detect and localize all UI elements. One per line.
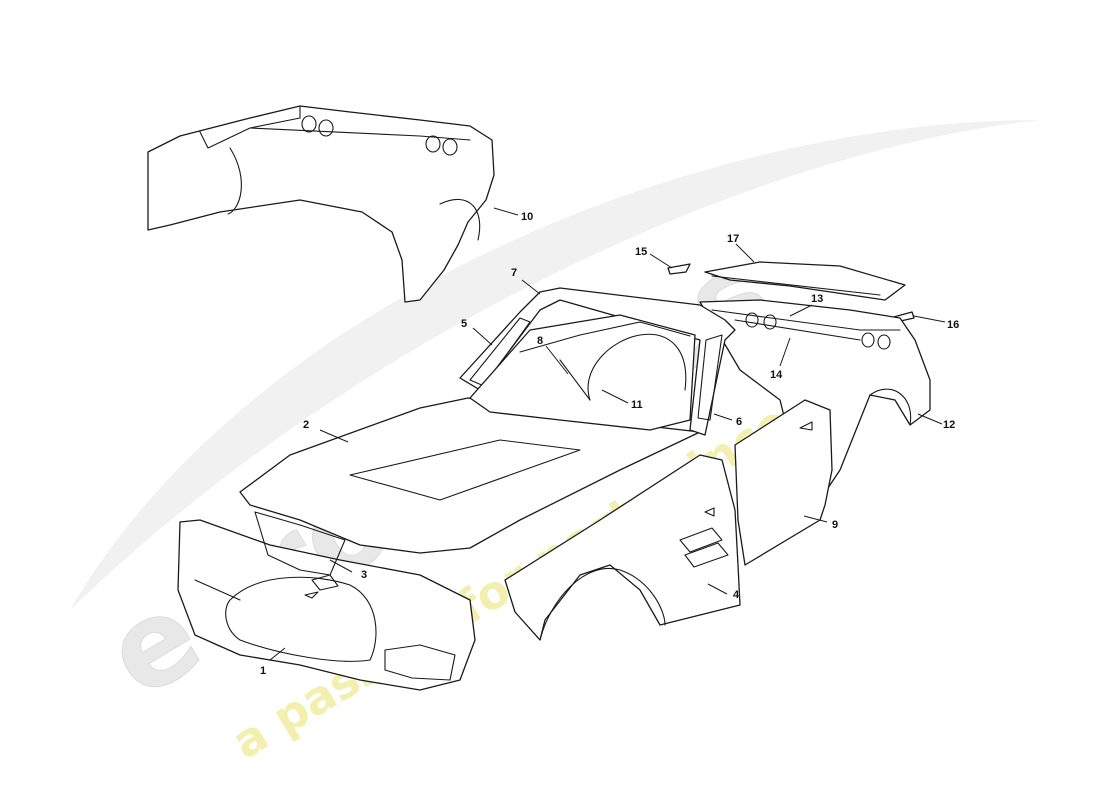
callout-5: 5 [461,318,467,330]
callout-12: 12 [943,419,955,431]
callout-6: 6 [736,416,742,428]
callout-1: 1 [260,665,266,677]
leader-lines [269,207,946,661]
callout-17: 17 [727,233,739,245]
callout-14: 14 [770,369,783,381]
rear-body-shell [147,105,495,303]
small-trim-plate-15 [667,263,691,275]
rear-deck-lid [704,261,906,301]
callout-13: 13 [811,293,823,305]
callout-15: 15 [635,246,647,258]
callout-9: 9 [832,519,838,531]
callout-16: 16 [947,319,959,331]
callout-4: 4 [733,589,740,601]
main-body-shell [177,287,931,691]
callout-7: 7 [511,267,517,279]
callout-3: 3 [361,569,367,581]
callout-8: 8 [537,335,543,347]
callouts: 1 2 3 4 5 6 7 8 9 10 11 12 13 14 15 16 1… [260,211,959,677]
callout-11: 11 [631,399,643,411]
callout-2: 2 [303,419,309,431]
callout-10: 10 [521,211,533,223]
